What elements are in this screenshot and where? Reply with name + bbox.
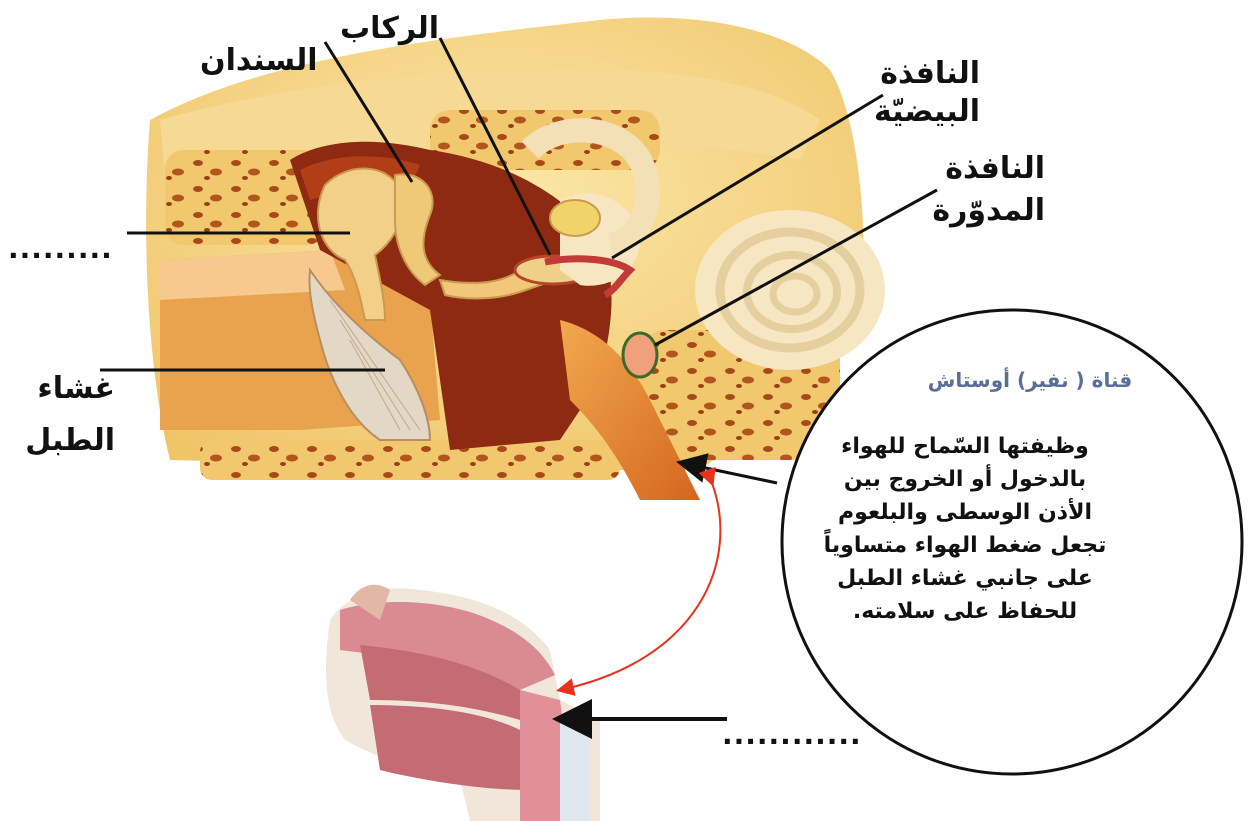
label-stapes: الركاب	[340, 10, 439, 48]
porous-bone-bottom	[200, 440, 620, 480]
description-line: للحفاظ على سلامته.	[770, 595, 1160, 628]
label-incus: السندان	[200, 42, 318, 80]
description-line: بالدخول أو الخروج بين	[770, 463, 1160, 496]
description-line: الأذن الوسطى والبلعوم	[770, 496, 1160, 529]
label-round-window-2: المدوّرة	[920, 192, 1045, 230]
connection-curve	[560, 483, 720, 690]
oval-window-spot	[550, 200, 600, 236]
description-line: على جانبي غشاء الطبل	[770, 562, 1160, 595]
eustachian-description: وظيفتها السّماح للهواء بالدخول أو الخروج…	[770, 430, 1160, 628]
eustachian-arrow	[682, 463, 777, 483]
label-oval-window-1: النافذة	[880, 55, 980, 93]
round-window-marker	[623, 333, 657, 377]
description-line: تجعل ضغط الهواء متساوياً	[770, 529, 1160, 562]
label-eardrum-1: غشاء	[25, 370, 115, 408]
blank-bottom: ............	[722, 718, 862, 751]
blank-left: .........	[8, 232, 113, 265]
label-round-window-1: النافذة	[935, 150, 1045, 188]
description-line: وظيفتها السّماح للهواء	[770, 430, 1160, 463]
pharynx-illustration	[326, 585, 600, 821]
label-eardrum-2: الطبل	[25, 422, 115, 460]
label-oval-window-2: البيضيّة	[860, 93, 980, 131]
eustachian-title: قناة ( نفير) أوستاش	[880, 368, 1180, 392]
